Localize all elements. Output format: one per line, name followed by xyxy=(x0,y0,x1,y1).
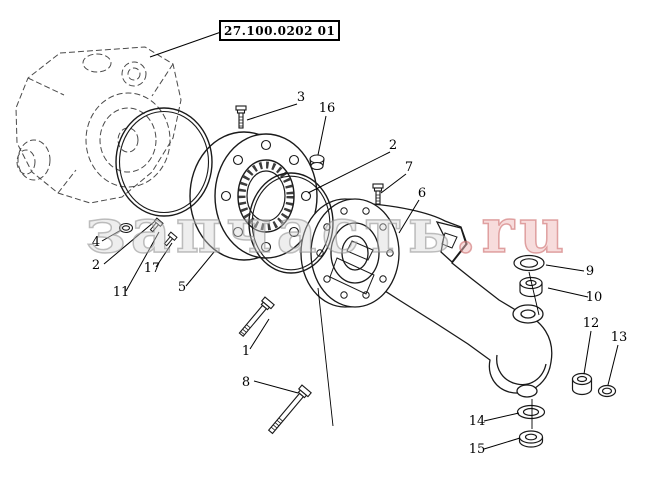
bolt-8 xyxy=(267,384,312,435)
leader-line xyxy=(483,412,520,422)
housing-bracket-hole xyxy=(441,232,458,249)
callout-4: 4 xyxy=(92,235,100,250)
transmission-housing-phantom xyxy=(15,46,182,204)
drawing-number: 27.100.0202 01 xyxy=(224,23,336,38)
leader-line xyxy=(101,229,122,242)
housing-plate-small xyxy=(346,240,374,261)
yoke-bottom-boss xyxy=(516,384,538,398)
callout-17: 17 xyxy=(144,261,161,276)
callout-3: 3 xyxy=(297,90,305,105)
washer-14 xyxy=(516,404,546,420)
phantom-left-boss-outer xyxy=(17,139,51,181)
plug-16 xyxy=(309,154,325,171)
callout-11: 11 xyxy=(113,285,130,300)
cage-spline-teeth xyxy=(238,161,294,231)
bolt-1 xyxy=(238,296,275,338)
leader-line xyxy=(398,199,420,234)
housing-body xyxy=(354,202,553,394)
leader-line xyxy=(380,173,407,194)
callout-8: 8 xyxy=(242,375,250,390)
bolt-7 xyxy=(372,183,384,205)
callout-7: 7 xyxy=(405,160,413,175)
cage-bore-inner xyxy=(246,170,286,222)
callout-2-right: 2 xyxy=(389,138,397,153)
callout-14: 14 xyxy=(469,414,486,429)
callout-2-left: 2 xyxy=(92,258,100,273)
seal-ring-13 xyxy=(597,384,617,398)
phantom-bore-outer xyxy=(85,92,171,188)
flange-bore-inner xyxy=(341,235,369,271)
o-ring-right xyxy=(248,172,334,274)
callout-16: 16 xyxy=(319,101,336,116)
o-ring-left xyxy=(115,107,213,217)
callout-9: 9 xyxy=(586,264,594,279)
bushing-12 xyxy=(571,372,593,396)
washer-9 xyxy=(513,254,545,272)
phantom-detail-lines xyxy=(27,63,174,194)
drawing-number-box: 27.100.0202 01 xyxy=(219,20,341,41)
flange-bolt-holes xyxy=(316,207,394,299)
leader-line xyxy=(317,115,327,156)
nut-15 xyxy=(518,430,544,448)
callout-13: 13 xyxy=(611,330,628,345)
bolt-small-b xyxy=(163,231,178,247)
assembly-axis-line xyxy=(317,287,334,427)
leader-line xyxy=(249,318,270,350)
assembly-axis-line xyxy=(528,271,540,316)
leader-line xyxy=(253,380,299,394)
leader-line xyxy=(483,437,521,450)
phantom-top-boss-inner xyxy=(127,67,141,81)
axle-housing xyxy=(300,198,553,398)
leader-line xyxy=(155,242,173,268)
phantom-top-boss-outer xyxy=(121,61,147,87)
callout-10: 10 xyxy=(586,290,603,305)
callout-12: 12 xyxy=(583,316,600,331)
bearing-cage xyxy=(189,131,318,261)
flange-depth-ticks xyxy=(345,198,355,308)
phantom-bore-mid xyxy=(99,107,157,173)
o-ring-left-inner xyxy=(118,110,210,214)
o-ring-right-inner xyxy=(251,175,331,271)
leader-line xyxy=(185,251,215,287)
housing-plate-large xyxy=(329,257,375,295)
washer-4 xyxy=(118,222,134,234)
cage-bolt-holes xyxy=(220,139,312,253)
phantom-bore-inner xyxy=(117,127,139,153)
phantom-top-face xyxy=(82,53,112,73)
callout-labels: 3 16 2 7 6 9 10 12 13 4 2 11 17 5 1 8 14… xyxy=(92,90,627,457)
phantom-outline xyxy=(15,46,182,204)
callout-5: 5 xyxy=(178,280,186,295)
leader-lines xyxy=(101,31,619,450)
bolt-3 xyxy=(235,105,247,129)
callout-6: 6 xyxy=(418,186,426,201)
leader-line xyxy=(246,103,298,121)
leader-line xyxy=(125,231,160,292)
callout-1: 1 xyxy=(242,344,250,359)
leader-line xyxy=(607,344,619,386)
bolt-small-a xyxy=(149,217,164,233)
o-ring-right-outer xyxy=(248,172,334,274)
leader-line xyxy=(103,221,155,265)
leader-line xyxy=(307,151,391,194)
phantom-left-boss-inner xyxy=(16,149,36,175)
leader-line xyxy=(547,287,589,298)
leader-line xyxy=(545,264,585,272)
plug-10 xyxy=(519,276,543,298)
o-ring-left-outer xyxy=(115,107,213,217)
callout-15: 15 xyxy=(469,442,486,457)
yoke-inner-edge xyxy=(496,354,547,386)
leader-line xyxy=(149,31,222,58)
leader-line xyxy=(583,330,592,375)
yoke-top-bore xyxy=(520,309,536,319)
